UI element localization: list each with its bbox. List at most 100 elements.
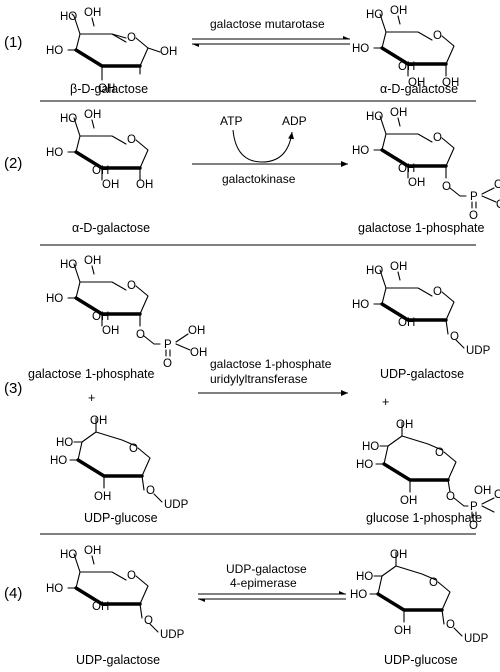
atom-label: OH — [92, 311, 109, 323]
atom-label: HO — [352, 299, 369, 311]
ring-oxygen-label: O — [127, 280, 136, 292]
atom-label: O — [469, 210, 478, 222]
atom-label: OH — [102, 325, 119, 337]
atom-label: OH — [398, 61, 415, 73]
udp-glucose-structure: OH HO O HO OH O UDP — [50, 415, 189, 511]
atom-label: OH — [496, 199, 500, 211]
atom-label: HO — [350, 589, 367, 601]
atom-label: OH — [474, 485, 491, 497]
atom-label: OH — [160, 46, 177, 58]
atom-label: HO — [366, 111, 383, 123]
atom-label: HO — [46, 293, 63, 305]
udp-label: UDP — [466, 345, 491, 357]
phosphorus-label: P — [164, 339, 172, 351]
atom-label: HO — [50, 455, 67, 467]
udp-label: UDP — [464, 633, 489, 645]
step-number: (4) — [4, 585, 22, 602]
atom-label: OH — [390, 261, 407, 273]
enzyme-label-line-1: UDP-galactose — [226, 562, 307, 576]
atom-label: HO — [352, 145, 369, 157]
atom-label: HO — [46, 147, 63, 159]
step-number: (1) — [4, 34, 22, 51]
atom-label: OH — [400, 495, 417, 507]
enzyme-label: galactose mutarotase — [210, 17, 325, 31]
step-1: (1) HO OH O OH HO OH β-D-galactose galac… — [4, 5, 459, 96]
glucose-1-phosphate-caption: glucose 1-phosphate — [366, 511, 482, 525]
udp-glucose-structure: OH HO O HO OH O UDP — [350, 549, 489, 645]
beta-galactose-caption: β-D-galactose — [70, 82, 148, 96]
atom-label: OH — [394, 625, 411, 637]
alpha-galactose-structure: HO OH O HO OH OH OH — [46, 109, 153, 191]
udp-galactose-structure: HO OH O HO OH O UDP — [352, 261, 491, 357]
cofactor-curved-arrow — [232, 129, 295, 163]
atom-label: OH — [408, 177, 425, 189]
atom-label: OH — [84, 255, 101, 267]
atom-label: HO — [56, 437, 73, 449]
atom-label: O — [450, 331, 459, 343]
atom-label: OH — [390, 107, 407, 119]
ring-oxygen-label: O — [433, 132, 442, 144]
atom-label: OH — [190, 347, 207, 359]
glucose-1-phosphate-structure: OH HO O HO OH O P OH OH O — [356, 419, 500, 532]
ring-oxygen-label: O — [433, 30, 442, 42]
galactose-1-phosphate-structure: HO OH O HO OH OH O P OH OH O — [46, 255, 207, 370]
atom-label: OH — [102, 179, 119, 191]
ring-oxygen-label: O — [129, 443, 138, 455]
alpha-galactose-caption: α-D-galactose — [72, 221, 150, 235]
atom-label: OH — [92, 165, 109, 177]
enzyme-label: galactokinase — [222, 172, 296, 186]
ring-oxygen-label: O — [127, 570, 136, 582]
atom-label: OH — [398, 317, 415, 329]
udp-glucose-caption: UDP-glucose — [384, 653, 458, 667]
galactose-1-phosphate-caption: galactose 1-phosphate — [358, 221, 485, 235]
atom-label: OH — [442, 77, 459, 89]
atom-label: OH — [390, 5, 407, 17]
step-number: (3) — [4, 380, 22, 397]
atom-label: O — [446, 491, 455, 503]
atom-label: OH — [90, 415, 107, 427]
step-3: (3) HO OH O HO OH OH O P OH OH O — [4, 255, 500, 532]
udp-label: UDP — [160, 629, 185, 641]
phosphorus-label: P — [470, 501, 478, 513]
atom-label: OH — [92, 601, 109, 613]
atom-label: OH — [390, 549, 407, 561]
udp-galactose-structure: HO OH O HO OH O UDP — [46, 545, 185, 641]
atom-label: OH — [84, 7, 101, 19]
atom-label: OH — [84, 545, 101, 557]
atom-label: HO — [362, 441, 379, 453]
atom-label: HO — [60, 549, 77, 561]
plus-sign: + — [382, 395, 389, 409]
atom-label: O — [469, 520, 478, 532]
atom-label: OH — [398, 163, 415, 175]
atom-label: HO — [366, 9, 383, 21]
atom-label: OH — [408, 77, 425, 89]
enzyme-label-line-2: 4-epimerase — [230, 576, 297, 590]
galactose-1-phosphate-structure: HO OH O HO OH OH O P OH OH O — [352, 107, 500, 222]
atom-label: OH — [494, 179, 500, 191]
atom-label: O — [144, 615, 153, 627]
atom-label: HO — [60, 11, 77, 23]
atom-label: HO — [366, 265, 383, 277]
alpha-galactose-caption: α-D-galactose — [380, 82, 458, 96]
atom-label: OH — [396, 419, 413, 431]
atom-label: O — [446, 619, 455, 631]
udp-galactose-caption: UDP-galactose — [380, 367, 464, 381]
alpha-galactose-structure: HO OH O HO OH OH OH — [352, 5, 459, 89]
ring-oxygen-label: O — [433, 286, 442, 298]
ring-oxygen-label: O — [127, 32, 136, 44]
atom-label: O — [136, 329, 145, 341]
step-number: (2) — [4, 155, 22, 172]
enzyme-label-line-1: galactose 1-phosphate — [210, 357, 332, 371]
atom-label: O — [146, 485, 155, 497]
udp-label: UDP — [164, 499, 189, 511]
step-2: (2) HO OH O HO OH OH OH α-D-galactose AT… — [4, 107, 500, 235]
atom-label: HO — [60, 259, 77, 271]
galactose-1-phosphate-caption: galactose 1-phosphate — [28, 367, 155, 381]
atom-label: HO — [46, 583, 63, 595]
atom-label: HO — [46, 45, 63, 57]
ring-oxygen-label: O — [127, 134, 136, 146]
beta-galactose-structure: HO OH O OH HO OH — [46, 7, 177, 95]
enzyme-label-line-2: uridylyltransferase — [210, 372, 308, 386]
atom-label: OH — [136, 179, 153, 191]
